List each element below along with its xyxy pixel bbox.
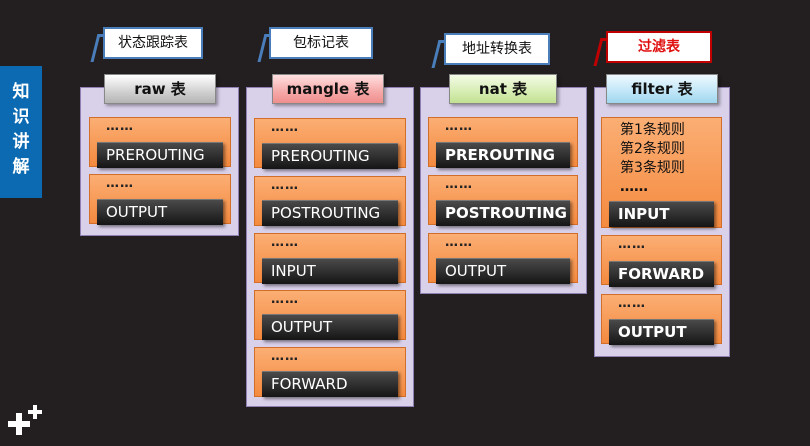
rule-item: …… <box>620 179 648 195</box>
ellipsis: …… <box>618 296 646 311</box>
chain-label-input: INPUT <box>609 201 714 227</box>
callout-raw: 状态跟踪表 <box>103 27 203 59</box>
ellipsis: …… <box>106 119 134 134</box>
table-header-filter: filter 表 <box>606 74 718 104</box>
chain-label-postrouting: POSTROUTING <box>262 200 398 226</box>
rule-item: 第1条规则 <box>620 122 685 138</box>
chain-label-output: OUTPUT <box>262 314 398 340</box>
chain-label-output: OUTPUT <box>436 258 570 284</box>
ellipsis: …… <box>445 235 473 250</box>
chain-label-prerouting: PREROUTING <box>97 142 223 168</box>
chain-label-forward: FORWARD <box>609 261 714 287</box>
chain-label-prerouting: PREROUTING <box>436 142 570 168</box>
sidebar-char: 知 <box>12 82 30 102</box>
sidebar-tab: 知 识 讲 解 <box>0 66 42 198</box>
ellipsis: …… <box>445 119 473 134</box>
chain-label-output: OUTPUT <box>609 319 714 345</box>
sidebar-char: 解 <box>12 157 30 177</box>
callout-nat: 地址转换表 <box>444 33 550 65</box>
table-header-raw: raw 表 <box>104 74 216 104</box>
sidebar-char: 识 <box>12 107 30 127</box>
chain-label-postrouting: POSTROUTING <box>436 200 570 226</box>
plus-icon <box>8 405 42 435</box>
callout-mangle: 包标记表 <box>269 27 373 59</box>
rule-list: 第1条规则 第2条规则 第3条规则 …… <box>620 121 685 197</box>
table-header-nat: nat 表 <box>449 74 557 104</box>
callout-filter: 过滤表 <box>606 31 712 63</box>
rule-item: 第3条规则 <box>620 160 685 176</box>
ellipsis: …… <box>271 292 299 307</box>
ellipsis: …… <box>271 349 299 364</box>
ellipsis: …… <box>271 178 299 193</box>
ellipsis: …… <box>445 177 473 192</box>
chain-label-prerouting: PREROUTING <box>262 143 398 169</box>
table-header-mangle: mangle 表 <box>272 74 384 104</box>
ellipsis: …… <box>106 176 134 191</box>
sidebar-char: 讲 <box>12 132 30 152</box>
chain-label-input: INPUT <box>262 258 398 284</box>
ellipsis: …… <box>618 237 646 252</box>
ellipsis: …… <box>271 120 299 135</box>
ellipsis: …… <box>271 235 299 250</box>
chain-label-forward: FORWARD <box>262 371 398 397</box>
chain-label-output: OUTPUT <box>97 199 223 225</box>
rule-item: 第2条规则 <box>620 141 685 157</box>
